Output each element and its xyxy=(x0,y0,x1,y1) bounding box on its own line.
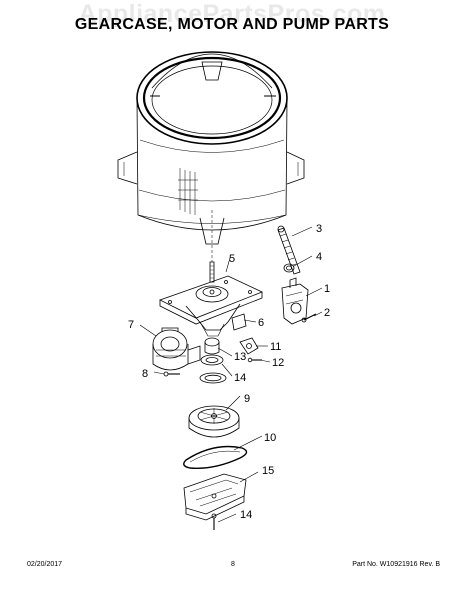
callout-14-upper: 14 xyxy=(234,372,246,384)
footer-page-number: 8 xyxy=(231,561,235,568)
page-title: GEARCASE, MOTOR AND PUMP PARTS xyxy=(74,16,390,33)
hose-clamp xyxy=(283,263,295,273)
shield-screw xyxy=(211,513,217,530)
callout-4: 4 xyxy=(316,251,322,263)
footer-date: 02/20/2017 xyxy=(27,561,63,568)
leader-lines xyxy=(139,226,323,523)
callout-labels: 3 4 1 2 5 6 7 8 9 10 11 12 13 14 15 14 xyxy=(128,223,330,521)
callout-3: 3 xyxy=(316,223,322,235)
motor-screw xyxy=(163,371,180,377)
washer-tub xyxy=(117,51,305,262)
drain-pump xyxy=(281,277,309,325)
callout-9: 9 xyxy=(244,393,250,405)
gearcase-assembly xyxy=(158,261,264,337)
callout-2: 2 xyxy=(324,307,330,319)
drive-belt xyxy=(183,445,248,469)
sensor-switch xyxy=(239,337,259,355)
callout-10: 10 xyxy=(264,432,276,444)
gearcase-bracket xyxy=(231,313,247,331)
drain-hose xyxy=(277,225,301,275)
callout-11: 11 xyxy=(270,341,281,353)
callout-5: 5 xyxy=(229,253,235,265)
callout-1: 1 xyxy=(324,283,330,295)
sensor-screw xyxy=(247,357,262,363)
callout-14-lower: 14 xyxy=(240,509,252,521)
pump-screw xyxy=(301,313,317,323)
callout-7: 7 xyxy=(128,319,134,331)
callout-15: 15 xyxy=(262,465,274,477)
motor-coupler xyxy=(204,337,220,355)
pulley-rotor xyxy=(188,372,240,438)
callout-8: 8 xyxy=(142,368,148,380)
clutch-ring xyxy=(200,354,224,366)
callout-13: 13 xyxy=(234,351,246,363)
callout-6: 6 xyxy=(258,317,264,329)
footer-part-number: Part No. W10921916 Rev. B xyxy=(352,561,440,568)
callout-12: 12 xyxy=(272,357,284,369)
pump-shield xyxy=(183,473,247,521)
watermark-text: AppliancePartsPros.com xyxy=(78,0,386,28)
drive-motor xyxy=(152,327,201,371)
